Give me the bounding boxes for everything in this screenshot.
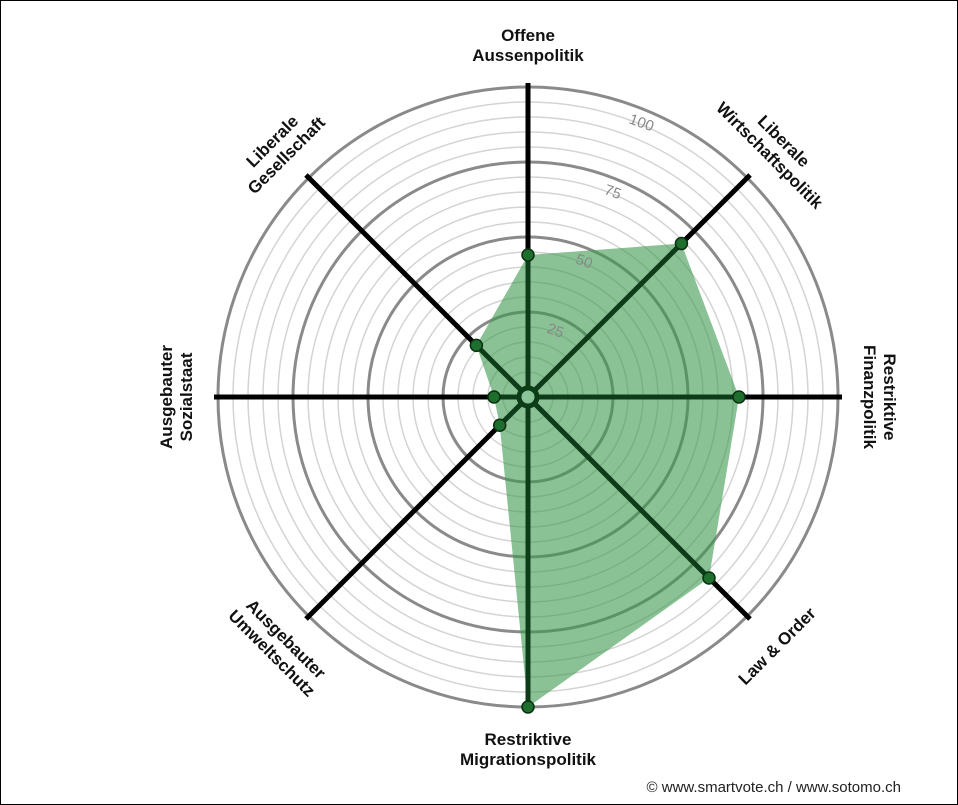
- copyright-credit: © www.smartvote.ch / www.sotomo.ch: [646, 779, 901, 796]
- axis-line-outer: [304, 423, 502, 621]
- axis-line-inner: [474, 343, 523, 392]
- axis-label: RestriktiveFinanzpolitik: [860, 345, 899, 449]
- tick-label: 75: [602, 181, 623, 203]
- axis-label-line: Ausgebauter: [157, 345, 176, 449]
- data-point: [492, 418, 507, 433]
- axis-label-line: Sozialstaat: [177, 352, 196, 441]
- center-ring: [516, 385, 540, 409]
- axis-line-inner: [533, 241, 684, 392]
- data-point: [674, 236, 689, 251]
- tick-label: 25: [545, 320, 566, 342]
- axis-label-line: Offene: [501, 26, 555, 45]
- data-point: [702, 571, 716, 585]
- tick-label: 100: [627, 111, 656, 136]
- data-point: [487, 390, 501, 404]
- data-point: [732, 390, 746, 404]
- axis-line-inner: [533, 402, 711, 580]
- axis-label-line: Finanzpolitik: [860, 345, 879, 449]
- axis-line-outer: [679, 173, 752, 246]
- data-point: [521, 700, 535, 714]
- axis-label-line: Migrationspolitik: [460, 750, 597, 769]
- axis-label-line: Aussenpolitik: [472, 46, 584, 65]
- axis-label-line: Restriktive: [880, 354, 899, 441]
- axis-line-outer: [304, 173, 479, 348]
- axis-label: AusgebauterSozialstaat: [157, 345, 196, 449]
- data-point: [469, 338, 484, 353]
- tick-label: 50: [573, 251, 594, 273]
- axis-label-line: Restriktive: [485, 730, 572, 749]
- data-point: [521, 248, 535, 262]
- axis-line-outer: [707, 576, 752, 621]
